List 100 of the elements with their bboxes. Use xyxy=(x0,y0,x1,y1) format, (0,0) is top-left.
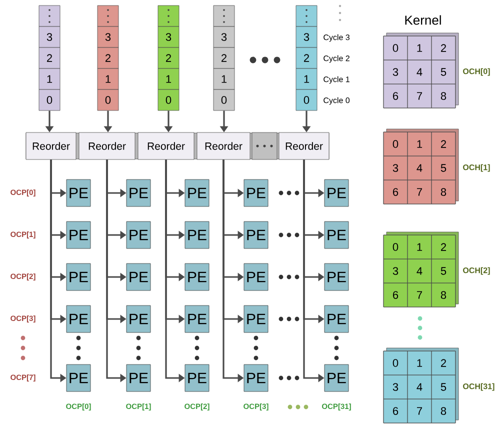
reorder-box: Reorder xyxy=(26,132,76,160)
kernel-cell: 5 xyxy=(431,156,456,180)
pe-box: PE xyxy=(184,263,210,291)
kernel-cell: 8 xyxy=(431,84,456,108)
kernel-cell: 7 xyxy=(407,180,432,204)
kernel-grid xyxy=(383,32,459,108)
kernel-cell: 3 xyxy=(383,258,408,284)
data-cell: 3 xyxy=(158,26,180,48)
kernel-cell: 6 xyxy=(383,180,408,204)
kernel-cell: 0 xyxy=(383,350,408,376)
kernel-cell: 6 xyxy=(383,398,408,424)
ellipsis-cell xyxy=(296,5,318,27)
data-cell: 3 xyxy=(97,26,119,48)
kernel-cell: 7 xyxy=(407,84,432,108)
pe-box: PE xyxy=(244,263,268,291)
data-cell: 0 xyxy=(296,89,318,111)
data-cell: 2 xyxy=(296,47,318,69)
data-cell: 1 xyxy=(213,68,235,90)
kernel-cell: 6 xyxy=(383,84,408,108)
data-cell: 1 xyxy=(97,68,119,90)
pe-box: PE xyxy=(184,221,210,249)
data-cell: 0 xyxy=(97,89,119,111)
data-cell: 0 xyxy=(38,89,60,111)
cycle-label: Cycle 2 xyxy=(324,55,350,63)
kernel-cell: 0 xyxy=(383,132,408,156)
data-cell: 1 xyxy=(296,68,318,90)
kernel-cell: 4 xyxy=(407,258,432,284)
ellipsis-cell xyxy=(158,5,180,27)
kernel-cell: 4 xyxy=(407,374,432,400)
kernel-cell: 1 xyxy=(407,132,432,156)
channel-label: OCH[31] xyxy=(463,383,494,391)
pe-box: PE xyxy=(244,364,268,392)
kernel-cell: 2 xyxy=(431,36,456,60)
ellipsis-cell xyxy=(97,5,119,27)
kernel-cell: 8 xyxy=(431,282,456,308)
pe-box: PE xyxy=(244,221,268,249)
ellipsis-cell xyxy=(38,5,60,27)
kernel-cell: 2 xyxy=(431,132,456,156)
kernel-cell: 3 xyxy=(383,374,408,400)
pe-box: PE xyxy=(126,305,151,333)
data-cell: 0 xyxy=(158,89,180,111)
kernel-cell: 1 xyxy=(407,36,432,60)
kernel-grid xyxy=(383,128,459,204)
pe-box: PE xyxy=(244,305,268,333)
kernel-grid xyxy=(383,232,459,308)
pe-box: PE xyxy=(324,179,349,207)
reorder-box: Reorder xyxy=(196,132,250,160)
data-cell: 2 xyxy=(213,47,235,69)
kernel-cell: 2 xyxy=(431,234,456,260)
pe-box: PE xyxy=(66,179,91,207)
data-cell: 2 xyxy=(97,47,119,69)
pe-box: PE xyxy=(324,364,349,392)
kernel-cell: 1 xyxy=(407,234,432,260)
data-cell: 3 xyxy=(213,26,235,48)
kernel-grid xyxy=(383,348,459,424)
kernel-cell: 5 xyxy=(431,374,456,400)
data-cell: 3 xyxy=(38,26,60,48)
pe-box: PE xyxy=(324,263,349,291)
pe-box: PE xyxy=(184,179,210,207)
pe-box: PE xyxy=(66,221,91,249)
data-cell: 2 xyxy=(38,47,60,69)
cycle-label: Cycle 3 xyxy=(324,34,350,42)
pe-box: PE xyxy=(126,364,151,392)
data-cell: 3 xyxy=(296,26,318,48)
cycle-label: Cycle 0 xyxy=(324,97,350,105)
kernel-cell: 6 xyxy=(383,282,408,308)
kernel-cell: 8 xyxy=(431,180,456,204)
ellipsis-cell xyxy=(213,5,235,27)
pe-box: PE xyxy=(324,305,349,333)
pe-box: PE xyxy=(184,305,210,333)
reorder-box: Reorder xyxy=(138,132,194,160)
pe-box: PE xyxy=(66,263,91,291)
kernel-cell: 0 xyxy=(383,36,408,60)
kernel-cell: 8 xyxy=(431,398,456,424)
reorder-box: Reorder xyxy=(278,132,330,160)
pe-box: PE xyxy=(244,179,268,207)
channel-label: OCH[0] xyxy=(463,68,490,76)
channel-label: OCH[2] xyxy=(463,267,490,275)
kernel-cell: 4 xyxy=(407,156,432,180)
kernel-cell: 5 xyxy=(431,258,456,284)
ellipsis-box xyxy=(252,132,278,160)
kernel-cell: 7 xyxy=(407,282,432,308)
channel-label: OCH[1] xyxy=(463,164,490,172)
kernel-cell: 3 xyxy=(383,156,408,180)
data-cell: 0 xyxy=(213,89,235,111)
data-cell: 1 xyxy=(38,68,60,90)
pe-box: PE xyxy=(184,364,210,392)
cycle-label: Cycle 1 xyxy=(324,76,350,84)
pe-box: PE xyxy=(126,179,151,207)
pe-box: PE xyxy=(66,305,91,333)
pe-box: PE xyxy=(324,221,349,249)
kernel-cell: 4 xyxy=(407,60,432,84)
kernel-cell: 1 xyxy=(407,350,432,376)
kernel-cell: 5 xyxy=(431,60,456,84)
pe-box: PE xyxy=(66,364,91,392)
kernel-cell: 2 xyxy=(431,350,456,376)
kernel-cell: 3 xyxy=(383,60,408,84)
data-cell: 1 xyxy=(158,68,180,90)
reorder-box: Reorder xyxy=(78,132,136,160)
pe-box: PE xyxy=(126,263,151,291)
